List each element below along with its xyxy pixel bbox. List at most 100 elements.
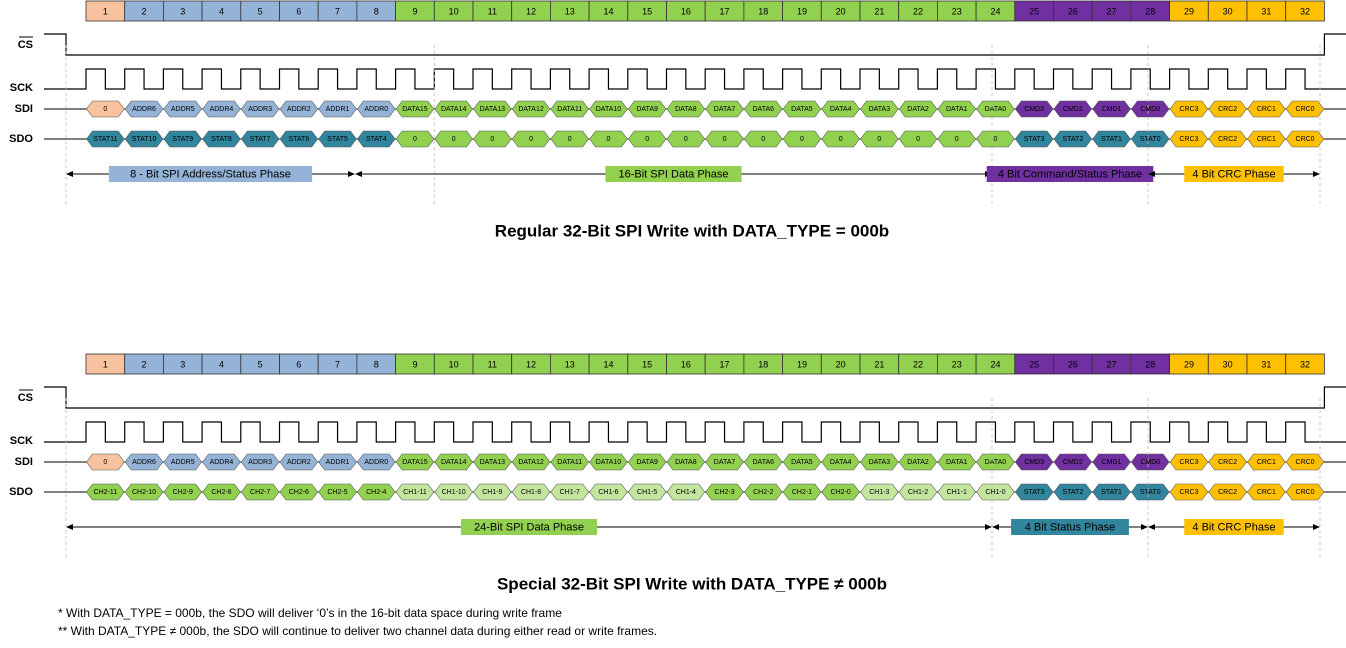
sdi-bit-15-cell bbox=[627, 453, 667, 471]
sdo-bit-27-cell bbox=[1092, 483, 1131, 501]
sdi-bit-7: ADDR1 bbox=[326, 106, 350, 113]
sdi-bit-9: DATA15 bbox=[402, 106, 428, 113]
sdo-bit-13-cell bbox=[550, 483, 589, 501]
sdo-bit-9-cell bbox=[395, 130, 435, 148]
sdo-bit-14-cell bbox=[589, 483, 628, 501]
sdo-bit-26-cell bbox=[1053, 483, 1093, 501]
sdo-bit-25-cell bbox=[1014, 130, 1054, 148]
sdo-bit-25: STAT3 bbox=[1024, 136, 1045, 143]
bit-number-23: 23 bbox=[952, 7, 962, 17]
sdi-bit-21-cell bbox=[860, 453, 899, 471]
footnote-1: * With DATA_TYPE = 000b, the SDO will de… bbox=[58, 606, 562, 620]
sdo-bit-8-cell bbox=[357, 130, 396, 148]
sdo-bit-30: CRC2 bbox=[1218, 136, 1237, 143]
sdi-bit-12-cell bbox=[511, 453, 551, 471]
sdi-bit-23-cell bbox=[937, 453, 976, 471]
sdi-bit-1-cell bbox=[86, 453, 125, 471]
sdo-bit-23-cell bbox=[937, 483, 976, 501]
sdo-bit-21-cell bbox=[860, 130, 899, 148]
sdo-bit-15: CH1-5 bbox=[637, 489, 657, 496]
phase-label-bg-3 bbox=[1184, 519, 1284, 535]
bit-number-22: 22 bbox=[913, 7, 923, 17]
sdo-bit-24-cell bbox=[976, 130, 1015, 148]
sdo-bit-14: CH1-6 bbox=[598, 489, 618, 496]
bit-number-24: 24 bbox=[990, 360, 1000, 370]
sdi-bit-16-cell bbox=[666, 453, 706, 471]
sdi-bit-32: CRC0 bbox=[1296, 106, 1315, 113]
sdo-bit-29-cell bbox=[1169, 483, 1209, 501]
sdo-bit-12-cell bbox=[511, 483, 551, 501]
sdo-bit-14-cell bbox=[589, 130, 628, 148]
bit-number-14: 14 bbox=[603, 7, 613, 17]
sdi-bit-27-cell bbox=[1092, 453, 1131, 471]
phase-label-3: 4 Bit Command/Status Phase bbox=[998, 169, 1142, 181]
signal-label-cs: CS bbox=[18, 392, 33, 404]
sdi-bit-22: DATA2 bbox=[907, 459, 929, 466]
sdi-bit-22: DATA2 bbox=[907, 106, 929, 113]
sdo-bit-11-cell bbox=[473, 483, 512, 501]
sdi-bit-14: DATA10 bbox=[596, 106, 622, 113]
sdi-bit-6: ADDR2 bbox=[287, 106, 311, 113]
sdi-bit-14: DATA10 bbox=[596, 459, 622, 466]
phase-arrow-1-head-right bbox=[348, 171, 355, 177]
sdo-bit-20: CH2-0 bbox=[831, 489, 851, 496]
sdi-bit-16-cell bbox=[666, 100, 706, 118]
sdi-bit-24: DATA0 bbox=[985, 459, 1007, 466]
bit-number-21: 21 bbox=[874, 360, 884, 370]
sdi-bit-32-cell bbox=[1285, 453, 1325, 471]
sdo-bit-10-cell bbox=[434, 130, 473, 148]
sdo-bit-12-cell bbox=[511, 130, 551, 148]
sdi-bit-2: ADDR6 bbox=[132, 459, 156, 466]
sdi-bit-12-cell bbox=[511, 100, 551, 118]
sdi-bit-11: DATA13 bbox=[480, 106, 506, 113]
phase-arrow-4-head-right bbox=[1313, 171, 1320, 177]
sdo-bit-21: 0 bbox=[877, 136, 881, 143]
sdo-bit-24: CH1-0 bbox=[985, 489, 1005, 496]
signal-label-sdi: SDI bbox=[15, 103, 33, 115]
sdo-bit-17-cell bbox=[705, 130, 744, 148]
sdi-bit-29-cell bbox=[1169, 100, 1209, 118]
phase-label-bg-3 bbox=[986, 166, 1154, 182]
sdo-bit-31-cell bbox=[1247, 130, 1286, 148]
sdo-bit-28-cell bbox=[1131, 130, 1170, 148]
bit-number-11: 11 bbox=[488, 7, 497, 17]
sdi-bit-18-cell bbox=[744, 453, 783, 471]
sdo-bit-26: STAT2 bbox=[1062, 489, 1083, 496]
sdi-bit-8-cell bbox=[357, 453, 396, 471]
sdo-bit-16: 0 bbox=[684, 136, 688, 143]
sdo-bit-3-cell bbox=[163, 130, 202, 148]
bit-number-1: 1 bbox=[103, 7, 108, 17]
sdo-bit-12: 0 bbox=[529, 136, 533, 143]
bit-number-7: 7 bbox=[335, 360, 340, 370]
sdo-bit-5: STAT7 bbox=[250, 136, 271, 143]
sdo-bit-28: STAT0 bbox=[1140, 489, 1161, 496]
frame-title: Regular 32-Bit SPI Write with DATA_TYPE … bbox=[495, 222, 889, 241]
sdo-bit-15: 0 bbox=[645, 136, 649, 143]
sdi-bit-32: CRC0 bbox=[1296, 459, 1315, 466]
sdo-bit-31: CRC1 bbox=[1257, 489, 1276, 496]
sdi-bit-3-cell bbox=[163, 100, 202, 118]
signal-label-sck: SCK bbox=[10, 82, 33, 94]
signal-label-cs: CS bbox=[18, 39, 33, 51]
sdo-bit-9-cell bbox=[395, 483, 435, 501]
sdi-bit-4: ADDR4 bbox=[210, 459, 234, 466]
sdi-bit-13: DATA11 bbox=[557, 459, 582, 466]
phase-label-bg-1 bbox=[108, 166, 313, 182]
bit-number-cell bbox=[1285, 0, 1325, 22]
bit-number-8: 8 bbox=[374, 7, 379, 17]
phase-label-1: 8 - Bit SPI Address/Status Phase bbox=[130, 169, 291, 181]
bit-number-15: 15 bbox=[642, 7, 652, 17]
sdi-bit-5-cell bbox=[240, 100, 280, 118]
sdo-bit-1-cell bbox=[86, 483, 125, 501]
sdo-bit-7-cell bbox=[318, 483, 357, 501]
bit-number-22: 22 bbox=[913, 360, 923, 370]
sdo-bit-19-cell bbox=[782, 483, 822, 501]
bit-number-27: 27 bbox=[1107, 360, 1117, 370]
sdi-bit-30: CRC2 bbox=[1218, 106, 1237, 113]
sdo-bit-29-cell bbox=[1169, 130, 1209, 148]
bit-number-5: 5 bbox=[258, 7, 263, 17]
phase-label-bg-2 bbox=[605, 166, 742, 182]
